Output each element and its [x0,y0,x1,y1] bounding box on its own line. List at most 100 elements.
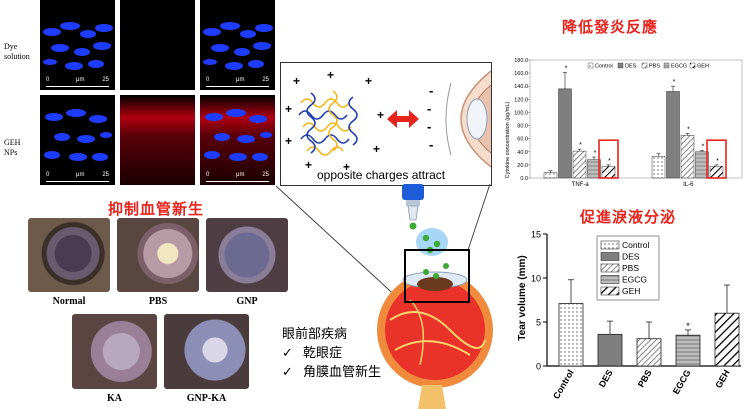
check-icon: ✓ [282,365,293,380]
chart2-legend-label: GEH [622,286,640,296]
chart1-significance-star: * [716,158,719,165]
title-anti-angiogenesis: 抑制血管新生 [108,200,205,218]
chart2-bar [636,338,662,367]
disease-item: ✓ 角膜血管新生 [282,363,381,382]
chart1-ytick-label: 100.0 [514,110,528,116]
chart1-ytick-label: 160.0 [514,71,528,77]
chart2-bar [597,333,623,367]
disease-list: 眼前部疾病 ✓ 乾眼症 ✓ 角膜血管新生 [282,325,381,382]
title-tear-secretion: 促進淚液分泌 [580,208,677,226]
chart2-legend-label: PBS [622,263,639,273]
chart1-bar [543,172,558,179]
chart1-legend-swatch [663,62,670,69]
chart1-category-label: TNF-a [572,182,590,188]
check-icon: ✓ [282,346,293,361]
eye-label-pbs: PBS [148,296,168,307]
chart2-ytick-label: 10 [531,274,541,284]
eye-label-gnp-ka: GNP-KA [186,393,227,404]
chart2-category-label: Control [551,368,576,401]
chart2-ytick-label: 0 [536,362,541,372]
minus-sign: - [427,119,431,134]
chart1-category-label: IL-6 [683,182,694,188]
chart2-legend-swatch [600,263,620,273]
row-label-dye-solution: Dye solution [4,42,30,61]
chart2-legend-label: EGCG [622,275,647,285]
scale-start: 0 [206,172,210,178]
scale-start: 0 [46,172,50,178]
plus-sign: + [305,158,312,172]
chart1-highlight-box [598,139,619,179]
chart1-significance-star: * [579,142,582,149]
plus-sign: + [343,160,350,174]
title-anti-inflammation: 降低發炎反應 [562,18,659,36]
chart2-bar [558,303,584,367]
chart2-category-label: PBS [636,368,654,389]
chart1-bar [601,165,616,179]
eye-photo-ka [72,314,157,389]
chart2-legend-label: DES [622,252,640,262]
minus-sign: - [429,83,433,98]
charge-attraction-box: + + + + + + + + + - - - - [280,62,492,186]
eye-label-normal: Normal [52,296,86,307]
chart1-frame [529,59,743,179]
scale-unit: μm [236,77,245,83]
eye-cross-section-icon [445,70,492,168]
scale-start: 0 [206,77,210,83]
chart1-legend-label: PBS [649,64,660,70]
chart2-legend-label: Control [622,240,650,250]
plus-sign: + [377,108,384,122]
micro-panel-geh-red [120,95,195,185]
chart1-legend-label: GEH [697,64,709,70]
eye-anatomy-illustration [377,184,493,409]
scale-start: 0 [46,77,50,83]
chart2-bar [675,334,701,367]
chart2-significance-star: * [686,321,690,331]
chart2-legend-swatch [600,252,620,261]
chart1-ytick-label: 80.0 [517,124,528,130]
chart1-significance-star: * [608,158,611,165]
eye-label-gnp: GNP [236,296,258,307]
scale-unit: μm [76,172,85,178]
chart1-ytick-label: 180.0 [514,58,528,64]
chart1-legend-swatch [641,62,648,69]
chart2-legend-swatch [600,275,620,284]
chart1-significance-star: * [594,150,597,157]
chart1-ytick-label: 0.0 [520,176,528,182]
chart2-category-label: GEH [713,368,731,390]
charge-caption: opposite charges attract [317,168,446,182]
chart1-ytick-label: 60.0 [517,137,528,143]
nanoparticle-diagram: + + + + + + + + + - - - - [285,68,492,182]
scale-end: 25 [262,172,269,178]
chart2-ytick-label: 5 [536,318,541,328]
chart1-significance-star: * [673,79,676,86]
chart1-legend-label: Control [595,64,613,70]
chart2-ylabel: Tear volume (mm) [517,255,528,340]
chart1-bar [651,156,666,179]
eye-photo-gnp [206,218,288,292]
eye-drop-bottle-icon [402,184,424,230]
eye-photo-pbs [117,218,199,292]
chart1-bar [680,135,695,179]
plus-sign: + [373,142,380,156]
plus-sign: + [365,74,372,88]
chart1-bar [572,150,587,179]
minus-sign: - [429,137,433,152]
chart1-legend-swatch [587,62,594,69]
chart1-legend-label: EGCG [671,64,687,70]
chart1-legend-swatch [689,62,696,69]
chart1-highlight-box [706,139,727,179]
chart1-bar [666,91,680,179]
plus-sign: + [285,102,292,116]
micro-panel-dye-red [120,0,195,90]
chart2-category-label: DES [597,368,615,389]
scale-end: 25 [102,77,109,83]
disease-list-title: 眼前部疾病 [282,327,348,342]
minus-sign: - [427,101,431,116]
chart1-bar [558,88,572,179]
disease-item-label: 乾眼症 [303,346,343,361]
